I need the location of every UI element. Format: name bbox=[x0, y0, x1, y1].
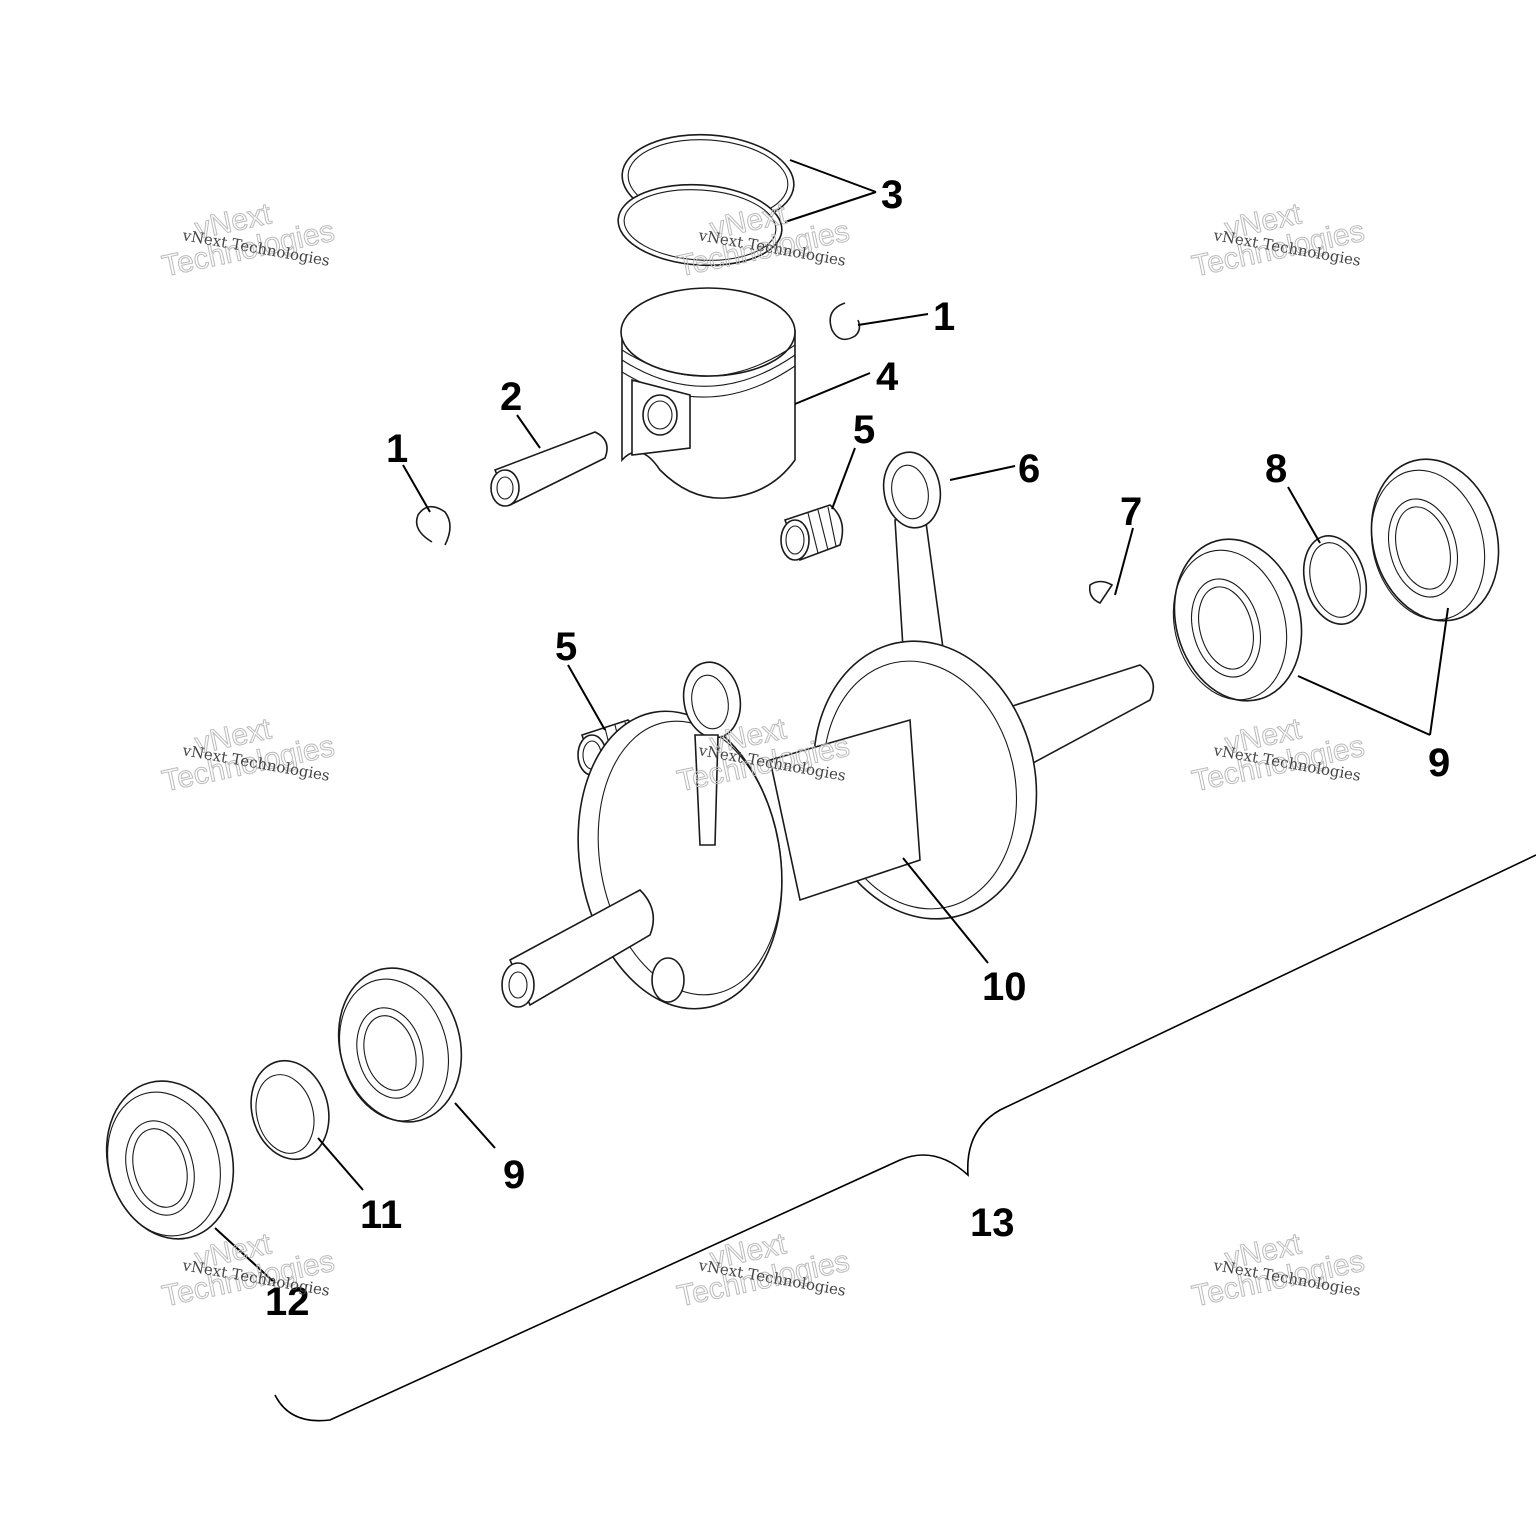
callout-11: 11 bbox=[360, 1193, 402, 1237]
watermark: vNext Technologies bbox=[1189, 712, 1368, 799]
callout-5-lower: 5 bbox=[555, 625, 577, 669]
circlip-right bbox=[829, 302, 861, 341]
callout-13: 13 bbox=[970, 1201, 1015, 1245]
callout-3: 3 bbox=[881, 173, 903, 217]
callout-4: 4 bbox=[876, 355, 899, 399]
callout-8: 8 bbox=[1265, 447, 1287, 491]
circlip-left bbox=[415, 505, 451, 546]
callouts: 1 1 2 3 4 5 5 6 7 8 9 9 10 11 12 13 bbox=[265, 173, 1450, 1324]
callout-9-right: 9 bbox=[1428, 741, 1450, 785]
callout-7: 7 bbox=[1120, 490, 1142, 534]
watermark: vNext Technologies bbox=[1189, 197, 1368, 284]
oil-seal bbox=[105, 1080, 235, 1240]
callout-9-left: 9 bbox=[503, 1153, 525, 1197]
callout-12: 12 bbox=[265, 1280, 310, 1324]
watermark: vNext Technologies bbox=[1189, 1227, 1368, 1314]
watermark: vNext Technologies bbox=[674, 1227, 853, 1314]
woodruff-key bbox=[1088, 580, 1114, 604]
watermark: vNext Technologies bbox=[159, 197, 338, 284]
assembly-bracket bbox=[274, 854, 1536, 1422]
piston-rings bbox=[617, 133, 795, 267]
needle-bearing-upper bbox=[780, 504, 844, 562]
callout-1-left: 1 bbox=[386, 427, 408, 471]
main-bearing-right-outer bbox=[1370, 458, 1500, 622]
piston bbox=[620, 287, 796, 499]
callout-6: 6 bbox=[1018, 447, 1040, 491]
piston-pin bbox=[490, 431, 608, 507]
bearing-spacer bbox=[250, 1059, 330, 1161]
callout-1-right: 1 bbox=[933, 295, 955, 339]
spacer-ring bbox=[1302, 535, 1368, 625]
main-bearing-right-inner bbox=[1172, 538, 1303, 702]
callout-5-upper: 5 bbox=[853, 408, 875, 452]
main-bearing-left bbox=[337, 967, 463, 1123]
callout-10: 10 bbox=[982, 965, 1027, 1009]
leader-lines bbox=[214, 159, 1449, 1284]
callout-2: 2 bbox=[500, 375, 522, 419]
watermark: vNext Technologies bbox=[159, 712, 338, 799]
crankshaft bbox=[501, 640, 1155, 1010]
